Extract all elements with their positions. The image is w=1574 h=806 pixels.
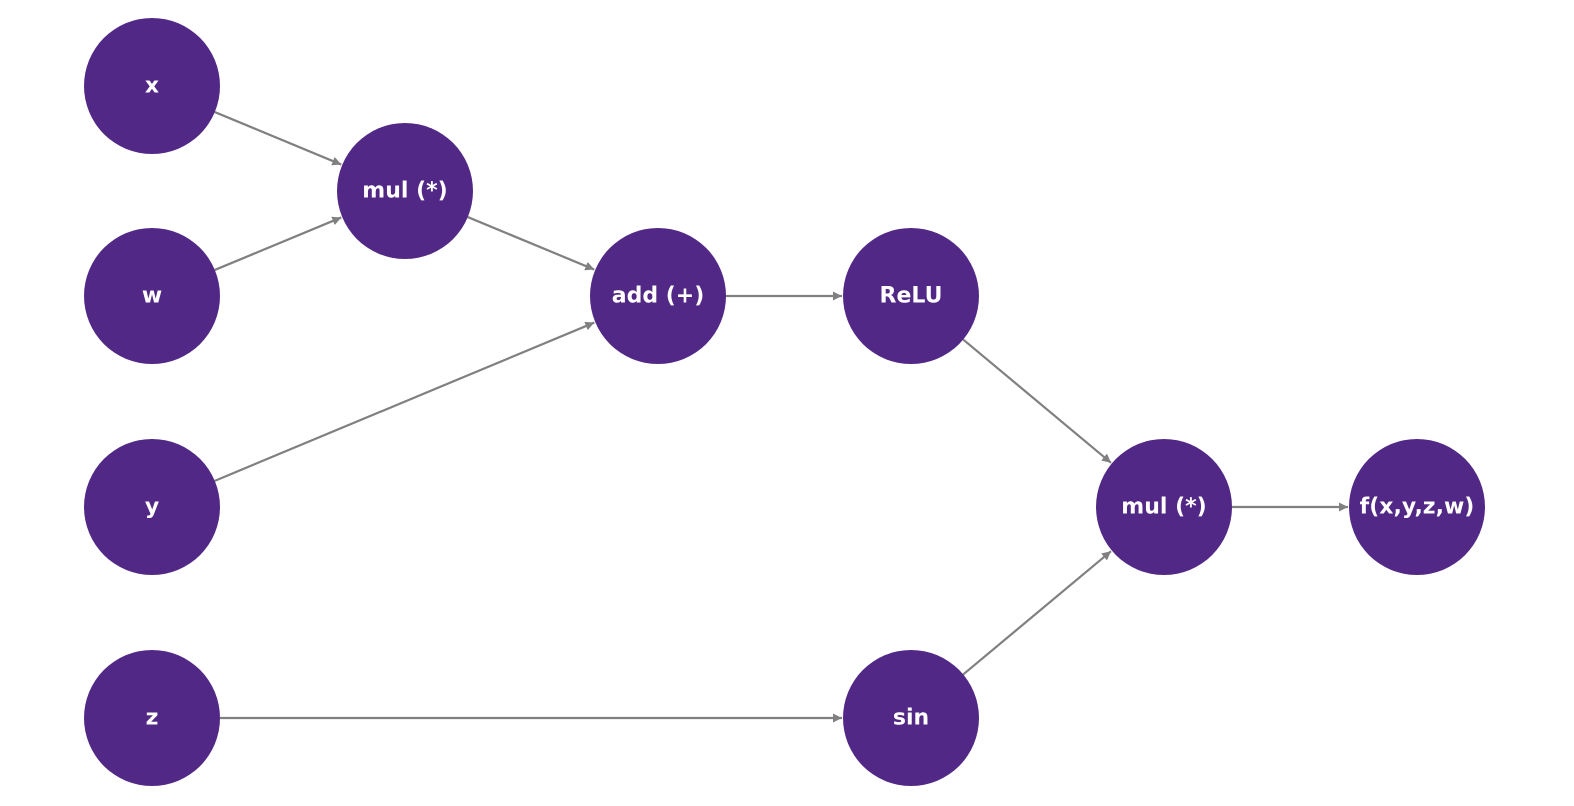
node-x: x xyxy=(84,18,220,154)
node-relu: ReLU xyxy=(843,228,979,364)
node-label: add (+) xyxy=(612,284,705,309)
node-circle xyxy=(843,228,979,364)
node-circle xyxy=(1349,439,1485,575)
node-circle xyxy=(84,650,220,786)
node-z: z xyxy=(84,650,220,786)
edge-w-to-mul1 xyxy=(214,216,342,271)
node-label: w xyxy=(142,284,162,309)
node-w: w xyxy=(84,228,220,364)
nodes-layer: x w y z mul (*) add (+) ReLU sin mul (*) f(x,y,z,… xyxy=(84,18,1485,786)
node-label: mul (*) xyxy=(1121,495,1206,520)
node-sin: sin xyxy=(843,650,979,786)
node-out: f(x,y,z,w) xyxy=(1349,439,1485,575)
node-circle xyxy=(84,228,220,364)
node-label: x xyxy=(145,74,159,99)
node-circle xyxy=(84,439,220,575)
node-label: ReLU xyxy=(880,284,943,309)
edges-layer xyxy=(214,111,1348,723)
node-add: add (+) xyxy=(590,228,726,364)
node-circle xyxy=(590,228,726,364)
node-y: y xyxy=(84,439,220,575)
edge-y-to-add xyxy=(214,321,595,482)
node-circle xyxy=(337,123,473,259)
node-circle xyxy=(84,18,220,154)
edge-mul1-to-add xyxy=(467,216,595,271)
node-label: z xyxy=(146,706,159,731)
node-label: mul (*) xyxy=(362,179,447,204)
node-circle xyxy=(1096,439,1232,575)
node-label: y xyxy=(145,495,159,520)
node-mul1: mul (*) xyxy=(337,123,473,259)
node-mul2: mul (*) xyxy=(1096,439,1232,575)
node-label: sin xyxy=(893,706,929,731)
node-label: f(x,y,z,w) xyxy=(1360,495,1475,520)
node-circle xyxy=(843,650,979,786)
edge-relu-to-mul2 xyxy=(962,338,1112,464)
edge-x-to-mul1 xyxy=(214,111,342,166)
edge-sin-to-mul2 xyxy=(962,550,1112,676)
